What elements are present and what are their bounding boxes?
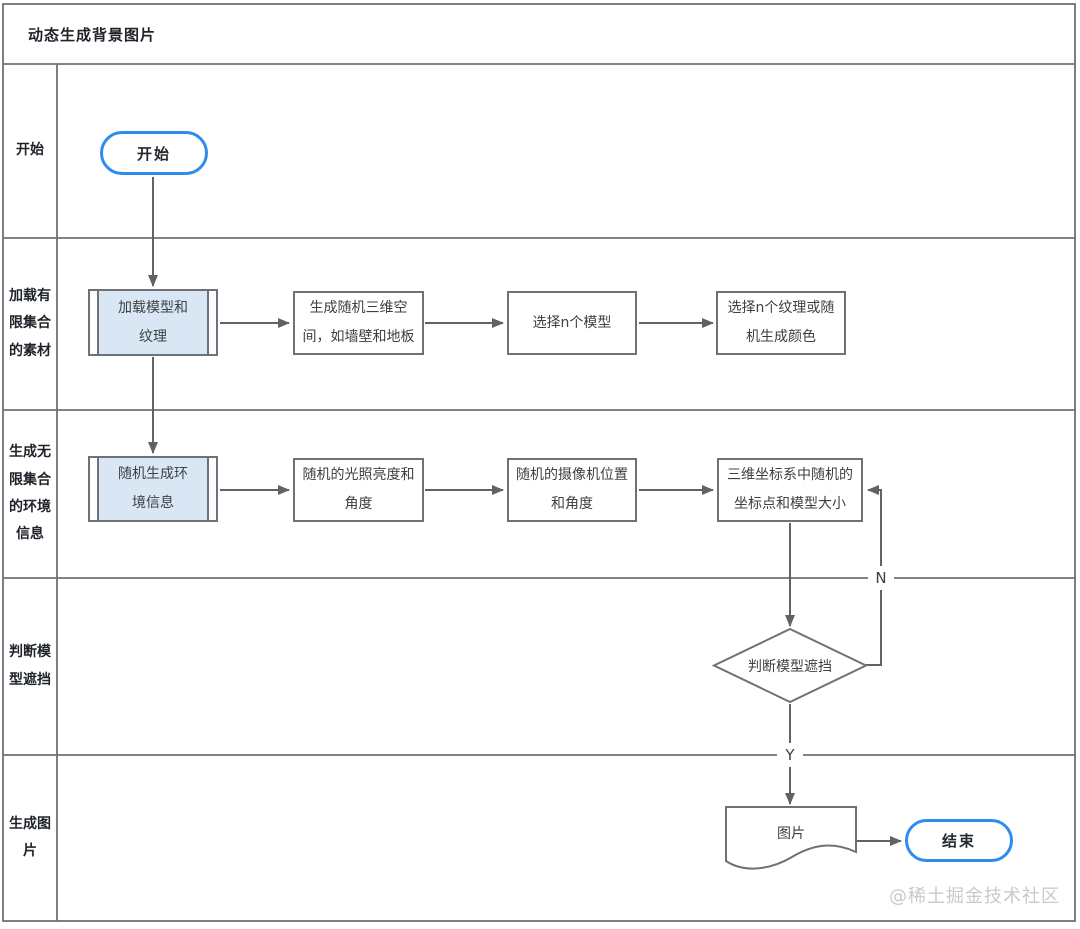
node-random-coordinates: 三维坐标系中随机的 坐标点和模型大小 bbox=[717, 458, 863, 522]
node-random-camera: 随机的摄像机位置 和角度 bbox=[507, 458, 637, 522]
branch-label-no: N bbox=[868, 566, 894, 590]
diagram-title: 动态生成背景图片 bbox=[28, 25, 157, 44]
document-image-label: 图片 bbox=[777, 826, 805, 842]
node-select-n-models: 选择n个模型 bbox=[507, 291, 637, 355]
node-load-model-texture: 加载模型和 纹理 bbox=[88, 289, 218, 356]
end-terminator: 结束 bbox=[905, 819, 1013, 862]
lane-label-gen-image: 生成图 片 bbox=[9, 815, 51, 859]
lane-label-assets: 加载有 限集合 的素材 bbox=[9, 288, 51, 359]
node-generate-3d-space: 生成随机三维空 间，如墙壁和地板 bbox=[293, 291, 424, 355]
node-random-env-info: 随机生成环 境信息 bbox=[88, 456, 218, 522]
decision-diamond-shape bbox=[711, 627, 869, 704]
node-load-model-texture-label: 加载模型和 纹理 bbox=[97, 291, 209, 354]
node-random-env-info-label: 随机生成环 境信息 bbox=[97, 458, 209, 520]
node-select-n-textures: 选择n个纹理或随 机生成颜色 bbox=[716, 291, 846, 355]
lane-label-occlusion: 判断模 型遮挡 bbox=[9, 644, 51, 688]
lane-label-start: 开始 bbox=[16, 142, 44, 159]
start-terminator: 开始 bbox=[100, 131, 208, 175]
document-shape bbox=[725, 806, 857, 870]
lane-label-env-info: 生成无 限集合 的环境 信息 bbox=[9, 444, 51, 543]
branch-label-yes: Y bbox=[777, 743, 803, 767]
node-random-lighting: 随机的光照亮度和 角度 bbox=[293, 458, 424, 522]
juejin-watermark: @稀土掘金技术社区 bbox=[889, 886, 1060, 907]
flow-connectors bbox=[148, 177, 902, 846]
swimlane-frame bbox=[2, 3, 1076, 922]
decision-occlusion-label: 判断模型遮挡 bbox=[748, 658, 832, 675]
